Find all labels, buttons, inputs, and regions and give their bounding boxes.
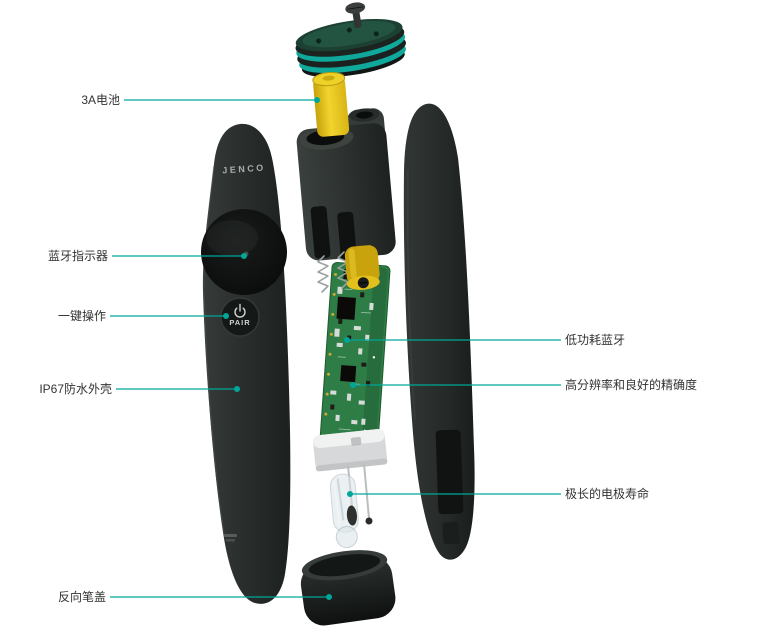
housing-marking <box>224 534 237 537</box>
electrode-holder <box>312 429 388 472</box>
pair-button-label: PAIR <box>229 318 251 327</box>
callout-dot-one-key <box>223 313 229 319</box>
callout-bluetooth-indicator: 蓝牙指示器 <box>47 249 108 263</box>
shell-cutout <box>435 429 464 515</box>
callout-reverse-pen-cap: 反向笔盖 <box>57 590 106 604</box>
callout-dot-ip67 <box>234 386 240 392</box>
callout-high-resolution-accuracy: 高分辨率和良好的精确度 <box>565 378 698 392</box>
battery-end-cap <box>344 245 380 290</box>
circuit-board <box>319 262 391 446</box>
screw <box>345 2 366 29</box>
power-icon <box>234 303 246 318</box>
callout-dot-battery <box>314 97 320 103</box>
pin-tip <box>365 517 373 525</box>
callout-dot-bluetooth-indicator <box>241 253 247 259</box>
callout-dot-resolution <box>350 382 356 388</box>
bluetooth-indicator-window <box>201 209 287 295</box>
callout-dot-low-power-bt <box>344 337 350 343</box>
callout-low-power-bluetooth: 低功耗蓝牙 <box>565 333 626 347</box>
sensor-cap <box>295 18 406 78</box>
glass-electrode <box>329 473 359 549</box>
callout-long-electrode-life: 极长的电极寿命 <box>565 487 650 501</box>
callout-dot-electrode-life <box>347 491 353 497</box>
pen-cap <box>300 550 396 626</box>
callout-dot-pen-cap <box>326 594 332 600</box>
callout-3a-battery: 3A电池 <box>81 93 120 107</box>
callout-ip67-housing: IP67防水外壳 <box>39 382 112 396</box>
callout-one-key-operation: 一键操作 <box>57 309 106 323</box>
callout-leaders <box>110 97 561 600</box>
back-housing-shell <box>403 103 475 560</box>
front-housing-panel <box>201 123 291 604</box>
battery <box>312 71 350 137</box>
contact-springs <box>317 251 349 293</box>
